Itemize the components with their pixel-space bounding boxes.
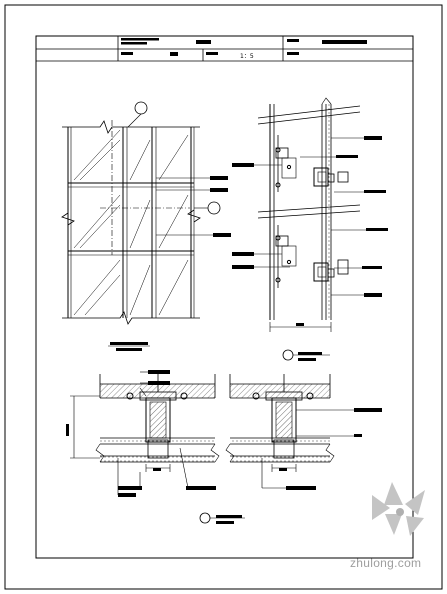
title-block-scale: 1：5: [240, 53, 254, 60]
zhulong-logo-icon: [372, 482, 425, 536]
curtain-wall-elevation: [61, 101, 221, 325]
elevation-caption: [108, 342, 150, 351]
vertical-section: [254, 97, 366, 361]
title-block: [36, 36, 413, 62]
outer-border: [4, 4, 443, 590]
inner-border: [35, 35, 414, 559]
watermark-site-text: zhulong.com: [350, 556, 422, 570]
